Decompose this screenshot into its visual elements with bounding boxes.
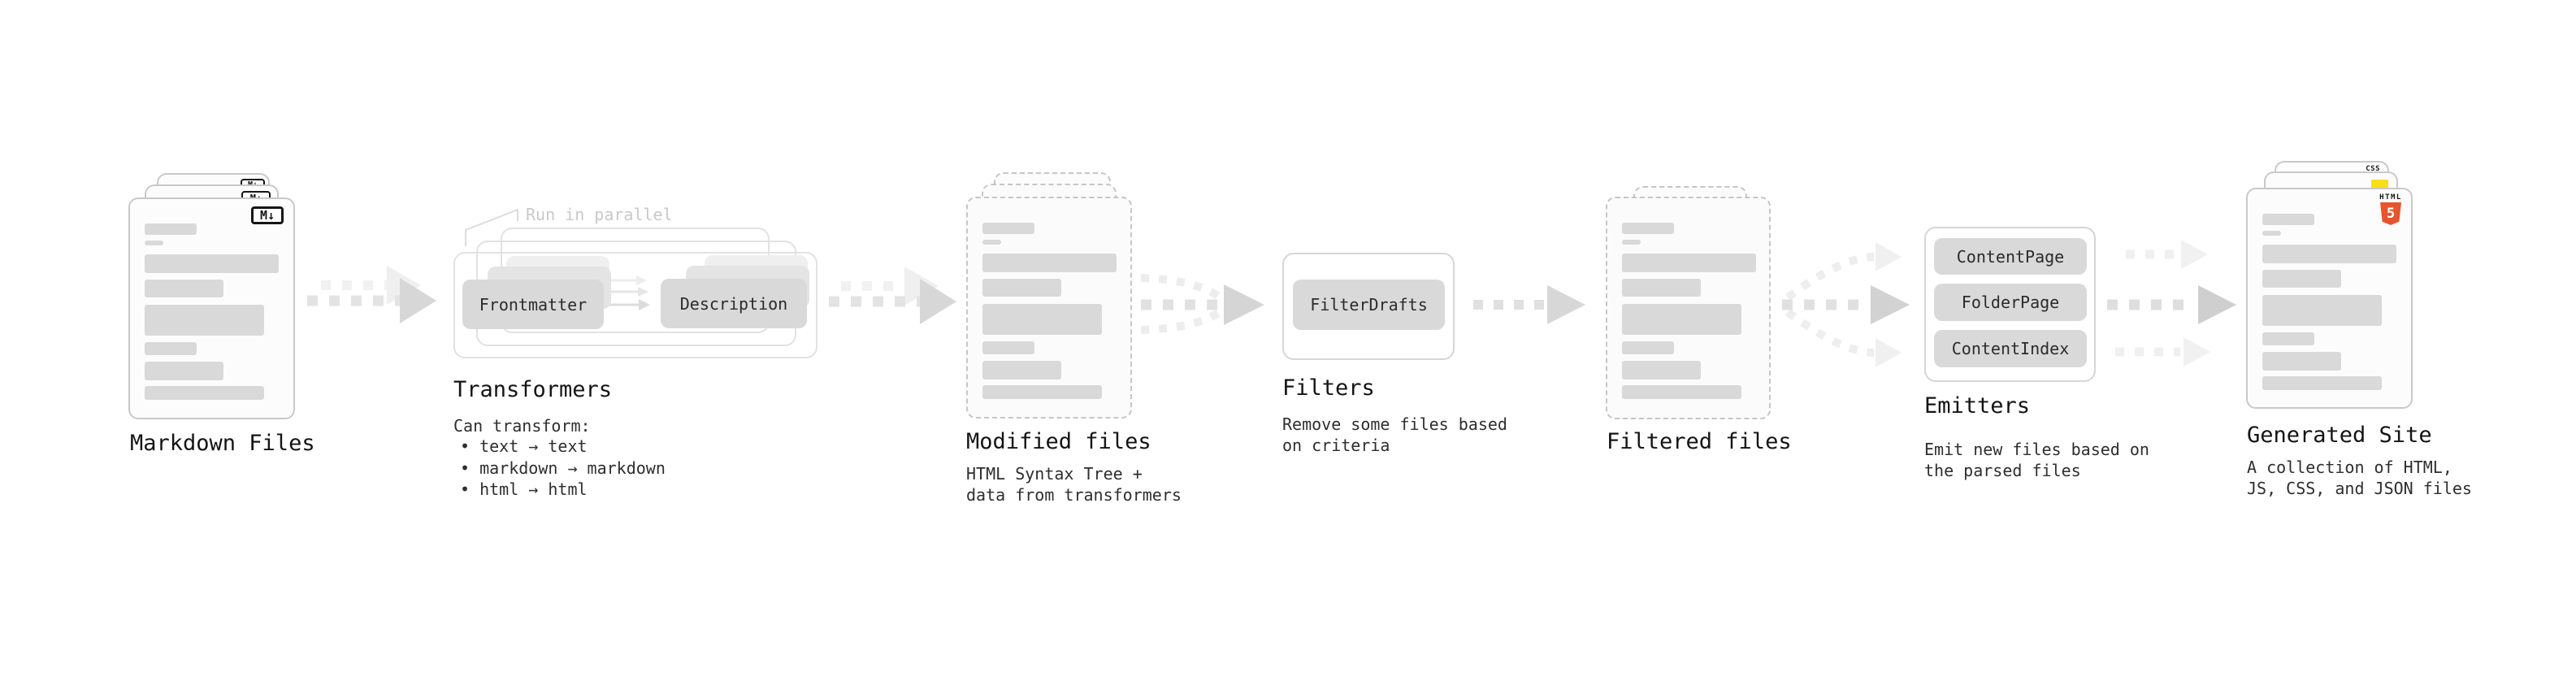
transformer-box-frontmatter: Frontmatter [462,280,604,329]
emitter-box-contentindex: ContentIndex [1934,330,2087,367]
css-icon-label: CSS [2366,165,2380,173]
transformers-bullet: • text → text [460,436,588,456]
filter-box-filterdrafts: FilterDrafts [1293,280,1445,330]
emitter-box-contentpage: ContentPage [1934,238,2087,275]
placeholder-bar [145,386,264,400]
placeholder-bar [2262,245,2396,263]
node-label-emitters: Emitters [1924,393,2031,419]
placeholder-bar [1622,361,1701,380]
arrow-frontmatter-to-description [608,275,650,310]
javascript-icon [2371,180,2388,190]
placeholder-bar [2262,231,2281,236]
transformer-box-description: Description [661,279,807,328]
node-label-filters: Filters [1282,375,1375,401]
generated-site-caption: A collection of HTML, JS, CSS, and JSON … [2247,458,2472,498]
node-label-markdown-files: Markdown Files [130,431,315,456]
html5-icon: HTML 5 [2379,193,2403,225]
placeholder-bar [982,240,1001,245]
placeholder-bar [1622,223,1674,234]
emitters-caption: Emit new files based on the parsed files [1924,440,2149,480]
placeholder-bar [145,241,163,245]
node-label-filtered-files: Filtered files [1607,429,1792,454]
run-in-parallel-callout-line [465,208,518,246]
placeholder-bar [1622,240,1641,245]
node-label-generated-site: Generated Site [2247,423,2432,448]
placeholder-bar [145,254,279,273]
placeholder-bar [2262,270,2341,288]
transformers-bullet-list: • text → text • markdown → markdown • ht… [460,436,666,501]
placeholder-bar [1622,341,1674,354]
placeholder-bar [1622,385,1741,399]
html5-icon-shield: 5 [2380,202,2401,225]
placeholder-bar [2262,376,2382,390]
placeholder-bar [145,362,223,380]
transformers-bullet: • html → html [460,479,588,499]
placeholder-bar [982,279,1061,297]
arrow-modified-to-filters [1140,274,1264,334]
placeholder-bar [2262,352,2341,371]
arrow-markdown-to-transformers [307,266,436,323]
transformers-bullet: • markdown → markdown [460,458,666,478]
modified-files-caption: HTML Syntax Tree + data from transformer… [966,464,1182,505]
node-label-transformers: Transformers [453,377,613,402]
arrow-filtered-to-emitters [1782,242,1910,367]
placeholder-bar [982,304,1102,335]
placeholder-bar [1622,254,1756,272]
arrow-filters-to-filtered [1473,285,1585,324]
arrow-emitters-to-generated [2107,240,2236,367]
placeholder-bar [982,341,1034,354]
filters-caption: Remove some files based on criteria [1282,414,1507,455]
filtered-file-card-front [1606,197,1771,419]
placeholder-bar [145,280,223,297]
transformers-frame-front [453,252,817,358]
placeholder-bar [1622,304,1741,335]
placeholder-bar [1622,279,1701,297]
placeholder-bar [982,385,1102,399]
placeholder-bar [2262,295,2382,326]
placeholder-bar [145,342,197,355]
placeholder-bar [982,254,1117,272]
generated-file-card-front: HTML 5 [2246,188,2413,409]
placeholder-bar [2262,214,2314,225]
html5-icon-label: HTML [2379,193,2402,202]
markdown-file-card-front: M↓ [128,197,295,419]
transformers-caption-title: Can transform: [453,416,591,436]
placeholder-bar [982,361,1061,380]
placeholder-bar [145,223,197,235]
placeholder-bar [982,223,1034,234]
modified-file-card-front [966,197,1132,419]
emitter-box-folderpage: FolderPage [1934,284,2087,321]
run-in-parallel-annotation: Run in parallel [526,205,673,224]
placeholder-bar [145,305,264,336]
node-label-modified-files: Modified files [966,429,1151,454]
placeholder-bar [2262,332,2314,345]
arrow-transformers-to-modified [829,267,956,324]
markdown-icon: M↓ [251,206,284,224]
